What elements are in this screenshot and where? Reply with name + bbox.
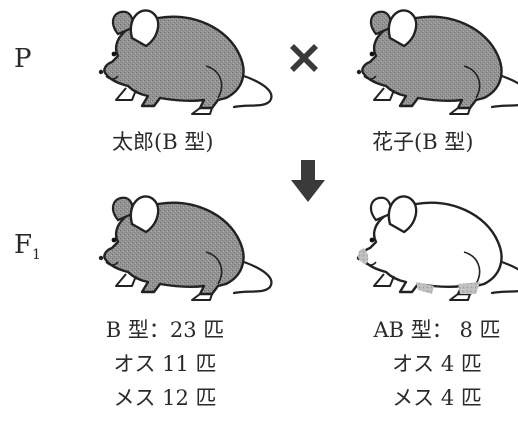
offspring-white-male: オス 4 匹	[392, 352, 482, 376]
generation-label-f1-main: F	[14, 230, 33, 260]
mouse-icon-taro	[97, 9, 273, 116]
cross-icon	[284, 38, 324, 82]
offspring-gray-male: オス 11 匹	[113, 352, 217, 376]
mouse-icon-hanako	[355, 9, 518, 116]
mouse-icon-f1-white	[355, 195, 518, 302]
offspring-white-female: メス 4 匹	[392, 386, 482, 410]
generation-label-f1-sub: 1	[32, 247, 41, 264]
generation-label-p: P	[14, 44, 32, 74]
generation-label-f1: F1	[14, 230, 41, 263]
offspring-gray-female: メス 12 匹	[113, 386, 217, 410]
offspring-white-count: AB 型： 8 匹	[373, 318, 501, 342]
arrow-down-icon	[291, 160, 325, 208]
mouse-icon-f1-gray	[97, 195, 273, 302]
parent-name-hanako: 花子(B 型)	[372, 130, 474, 154]
parent-name-taro: 太郎(B 型)	[112, 130, 214, 154]
offspring-gray-count: B 型：23 匹	[105, 318, 225, 342]
